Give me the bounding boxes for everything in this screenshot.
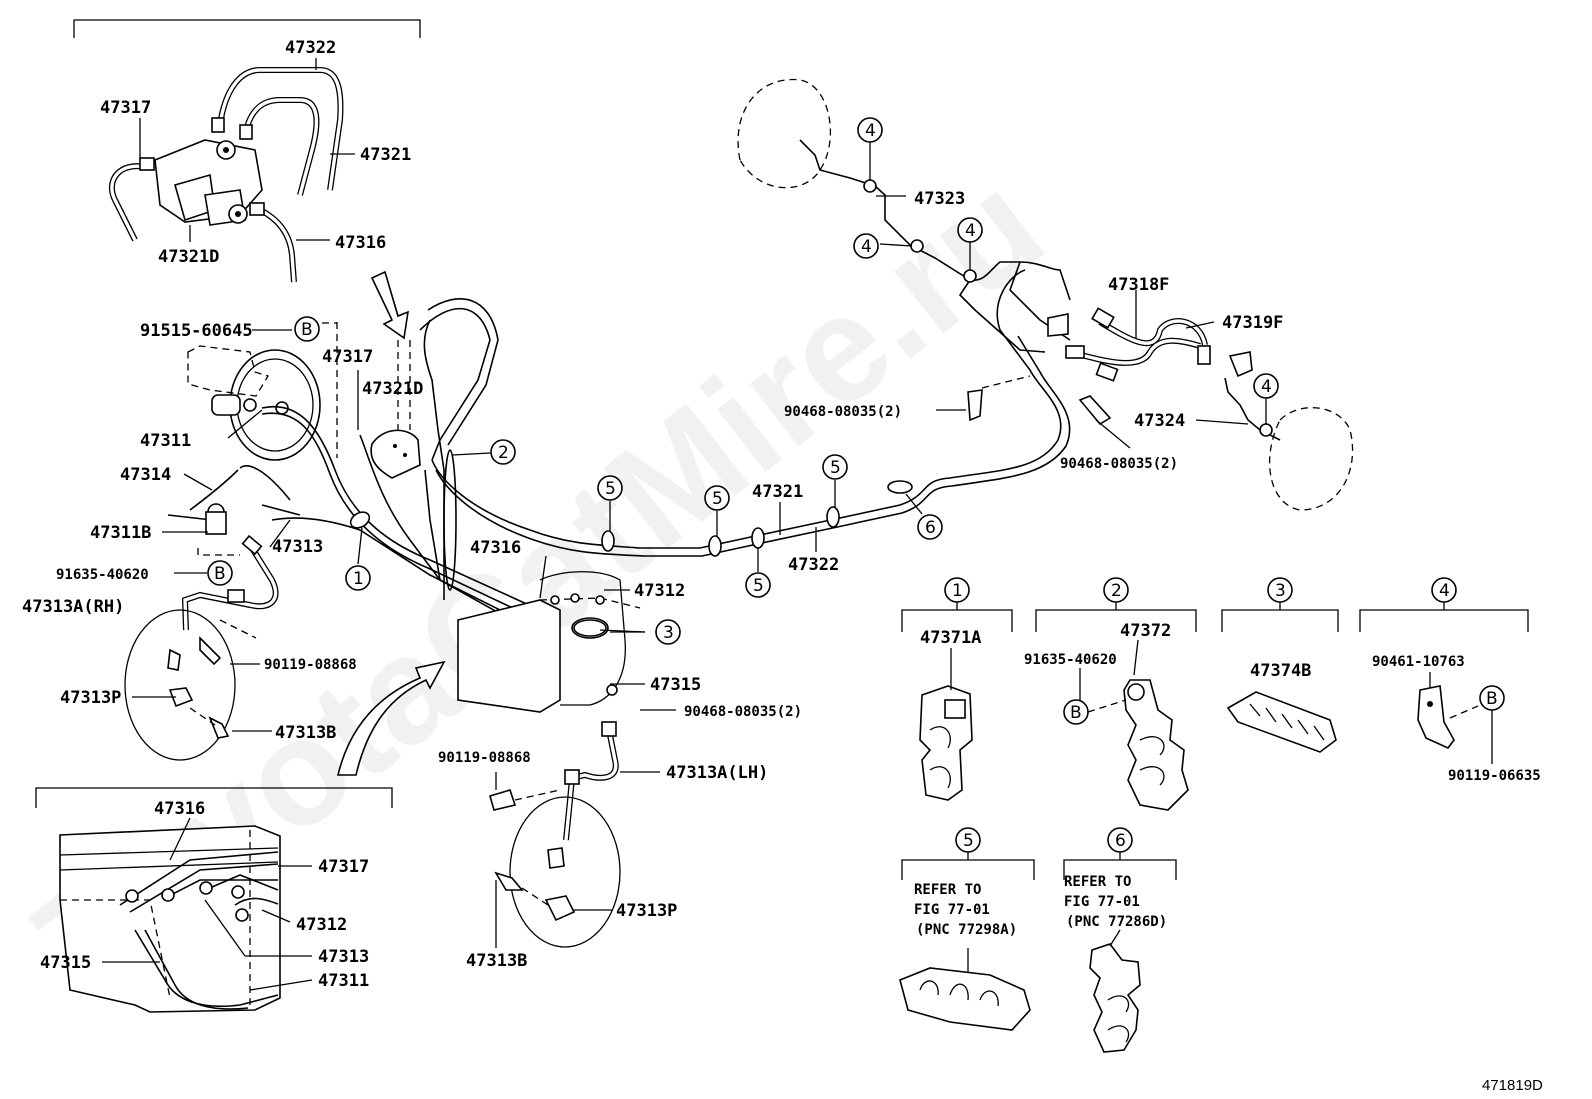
callout-2-main: 2 (498, 443, 509, 463)
label-47311: 47311 (140, 431, 191, 451)
label-90119-center: 90119-08868 (438, 750, 531, 766)
label-47317-top: 47317 (100, 98, 151, 118)
legend-90461: 90461-10763 (1372, 654, 1465, 670)
label-47311-inset: 47311 (318, 971, 369, 991)
label-47316-inset: 47316 (154, 799, 205, 819)
label-47321D-mid: 47321D (362, 379, 423, 399)
direction-arrow-down (370, 270, 410, 340)
callout-4-a: 4 (865, 121, 876, 141)
legend-callout-4: 4 (1439, 581, 1450, 601)
label-47313P-left: 47313P (60, 688, 121, 708)
legend-callout-1: 1 (952, 581, 963, 601)
rear-axle-area (737, 78, 1354, 511)
legend-91635: 91635-40620 (1024, 652, 1117, 668)
label-47322-mid: 47322 (788, 555, 839, 575)
label-47317-mid: 47317 (322, 347, 373, 367)
top-detail-bracket (73, 19, 421, 38)
callout-1-main: 1 (353, 569, 364, 589)
label-91515: 91515-60645 (140, 321, 253, 341)
label-90468-right2: 90468-08035(2) (1060, 456, 1178, 472)
callout-5-c: 5 (753, 576, 764, 596)
label-47312-mid: 47312 (634, 581, 685, 601)
legend-g5-line2: FIG 77-01 (914, 902, 990, 918)
legend-g6-line2: FIG 77-01 (1064, 894, 1140, 910)
label-90468-right1: 90468-08035(2) (784, 404, 902, 420)
top-detail-group: 47322 47317 47321 47316 47321D (73, 19, 421, 283)
proportioning-valve-top (139, 117, 265, 226)
label-47319F: 47319F (1222, 313, 1283, 333)
label-47311B: 47311B (90, 523, 151, 543)
legend-47372: 47372 (1120, 621, 1171, 641)
label-47317-inset: 47317 (318, 857, 369, 877)
legend-g6-line1: REFER TO (1064, 874, 1131, 890)
label-47321D-top: 47321D (158, 247, 219, 267)
label-47315-mid: 47315 (650, 675, 701, 695)
label-47313A-LH: 47313A(LH) (666, 763, 768, 783)
flex-hose-rh (124, 503, 279, 761)
legend-47371A: 47371A (920, 628, 981, 648)
legend-callout-B-4: B (1486, 689, 1498, 709)
label-90468-center: 90468-08035(2) (684, 704, 802, 720)
legend-callout-6: 6 (1115, 831, 1126, 851)
label-90119-left: 90119-08868 (264, 657, 357, 673)
callout-3-main: 3 (663, 623, 674, 643)
callout-4-c: 4 (965, 221, 976, 241)
legend (899, 602, 1529, 1053)
legend-47374B: 47374B (1250, 661, 1311, 681)
callout-B-2: B (214, 564, 226, 584)
label-47324: 47324 (1134, 411, 1185, 431)
label-91635-left: 91635-40620 (56, 567, 149, 583)
label-47315-inset: 47315 (40, 953, 91, 973)
callout-6-main: 6 (925, 518, 936, 538)
label-47316-top: 47316 (335, 233, 386, 253)
legend-90119: 90119-06635 (1448, 768, 1541, 784)
tube-bundle-main (167, 269, 1071, 637)
label-47321-top: 47321 (360, 145, 411, 165)
flex-hose-lh (489, 721, 621, 948)
label-47313B-center: 47313B (466, 951, 527, 971)
label-47313-inset: 47313 (318, 947, 369, 967)
label-47313P-center: 47313P (616, 901, 677, 921)
callout-5-a: 5 (605, 479, 616, 499)
label-47316-mid: 47316 (470, 538, 521, 558)
label-47312-inset: 47312 (296, 915, 347, 935)
callouts: B B 1 2 3 5 5 5 5 6 4 4 4 4 1 2 3 4 5 6 … (207, 117, 1505, 853)
callout-B-1: B (301, 320, 313, 340)
legend-g5-line1: REFER TO (914, 882, 981, 898)
figure-code: 471819D (1482, 1077, 1543, 1094)
legend-callout-3: 3 (1275, 581, 1286, 601)
direction-arrow-up (336, 660, 446, 776)
legend-callout-5: 5 (963, 831, 974, 851)
label-47314: 47314 (120, 465, 171, 485)
legend-callout-2: 2 (1111, 581, 1122, 601)
legend-g5-line3: (PNC 77298A) (916, 922, 1017, 938)
callout-5-b: 5 (712, 489, 723, 509)
legend-callout-B-2: B (1070, 703, 1082, 723)
label-47323: 47323 (914, 189, 965, 209)
leader-lines (132, 142, 1267, 948)
part-labels: 91515-60645 47317 47321D 47311 47314 473… (22, 189, 1543, 1094)
callout-4-d: 4 (1261, 377, 1272, 397)
label-47313B-left: 47313B (275, 723, 336, 743)
master-cylinder-area (187, 322, 421, 479)
label-47318F: 47318F (1108, 275, 1169, 295)
label-47313-left: 47313 (272, 537, 323, 557)
label-47313A-RH: 47313A(RH) (22, 597, 124, 617)
label-47322-top: 47322 (285, 38, 336, 58)
legend-g6-line3: (PNC 77286D) (1066, 914, 1167, 930)
label-47321-mid: 47321 (752, 482, 803, 502)
bottom-inset-group (35, 787, 393, 1013)
callout-4-b: 4 (861, 237, 872, 257)
bottom-inset-bracket (35, 787, 393, 808)
callout-5-d: 5 (830, 458, 841, 478)
